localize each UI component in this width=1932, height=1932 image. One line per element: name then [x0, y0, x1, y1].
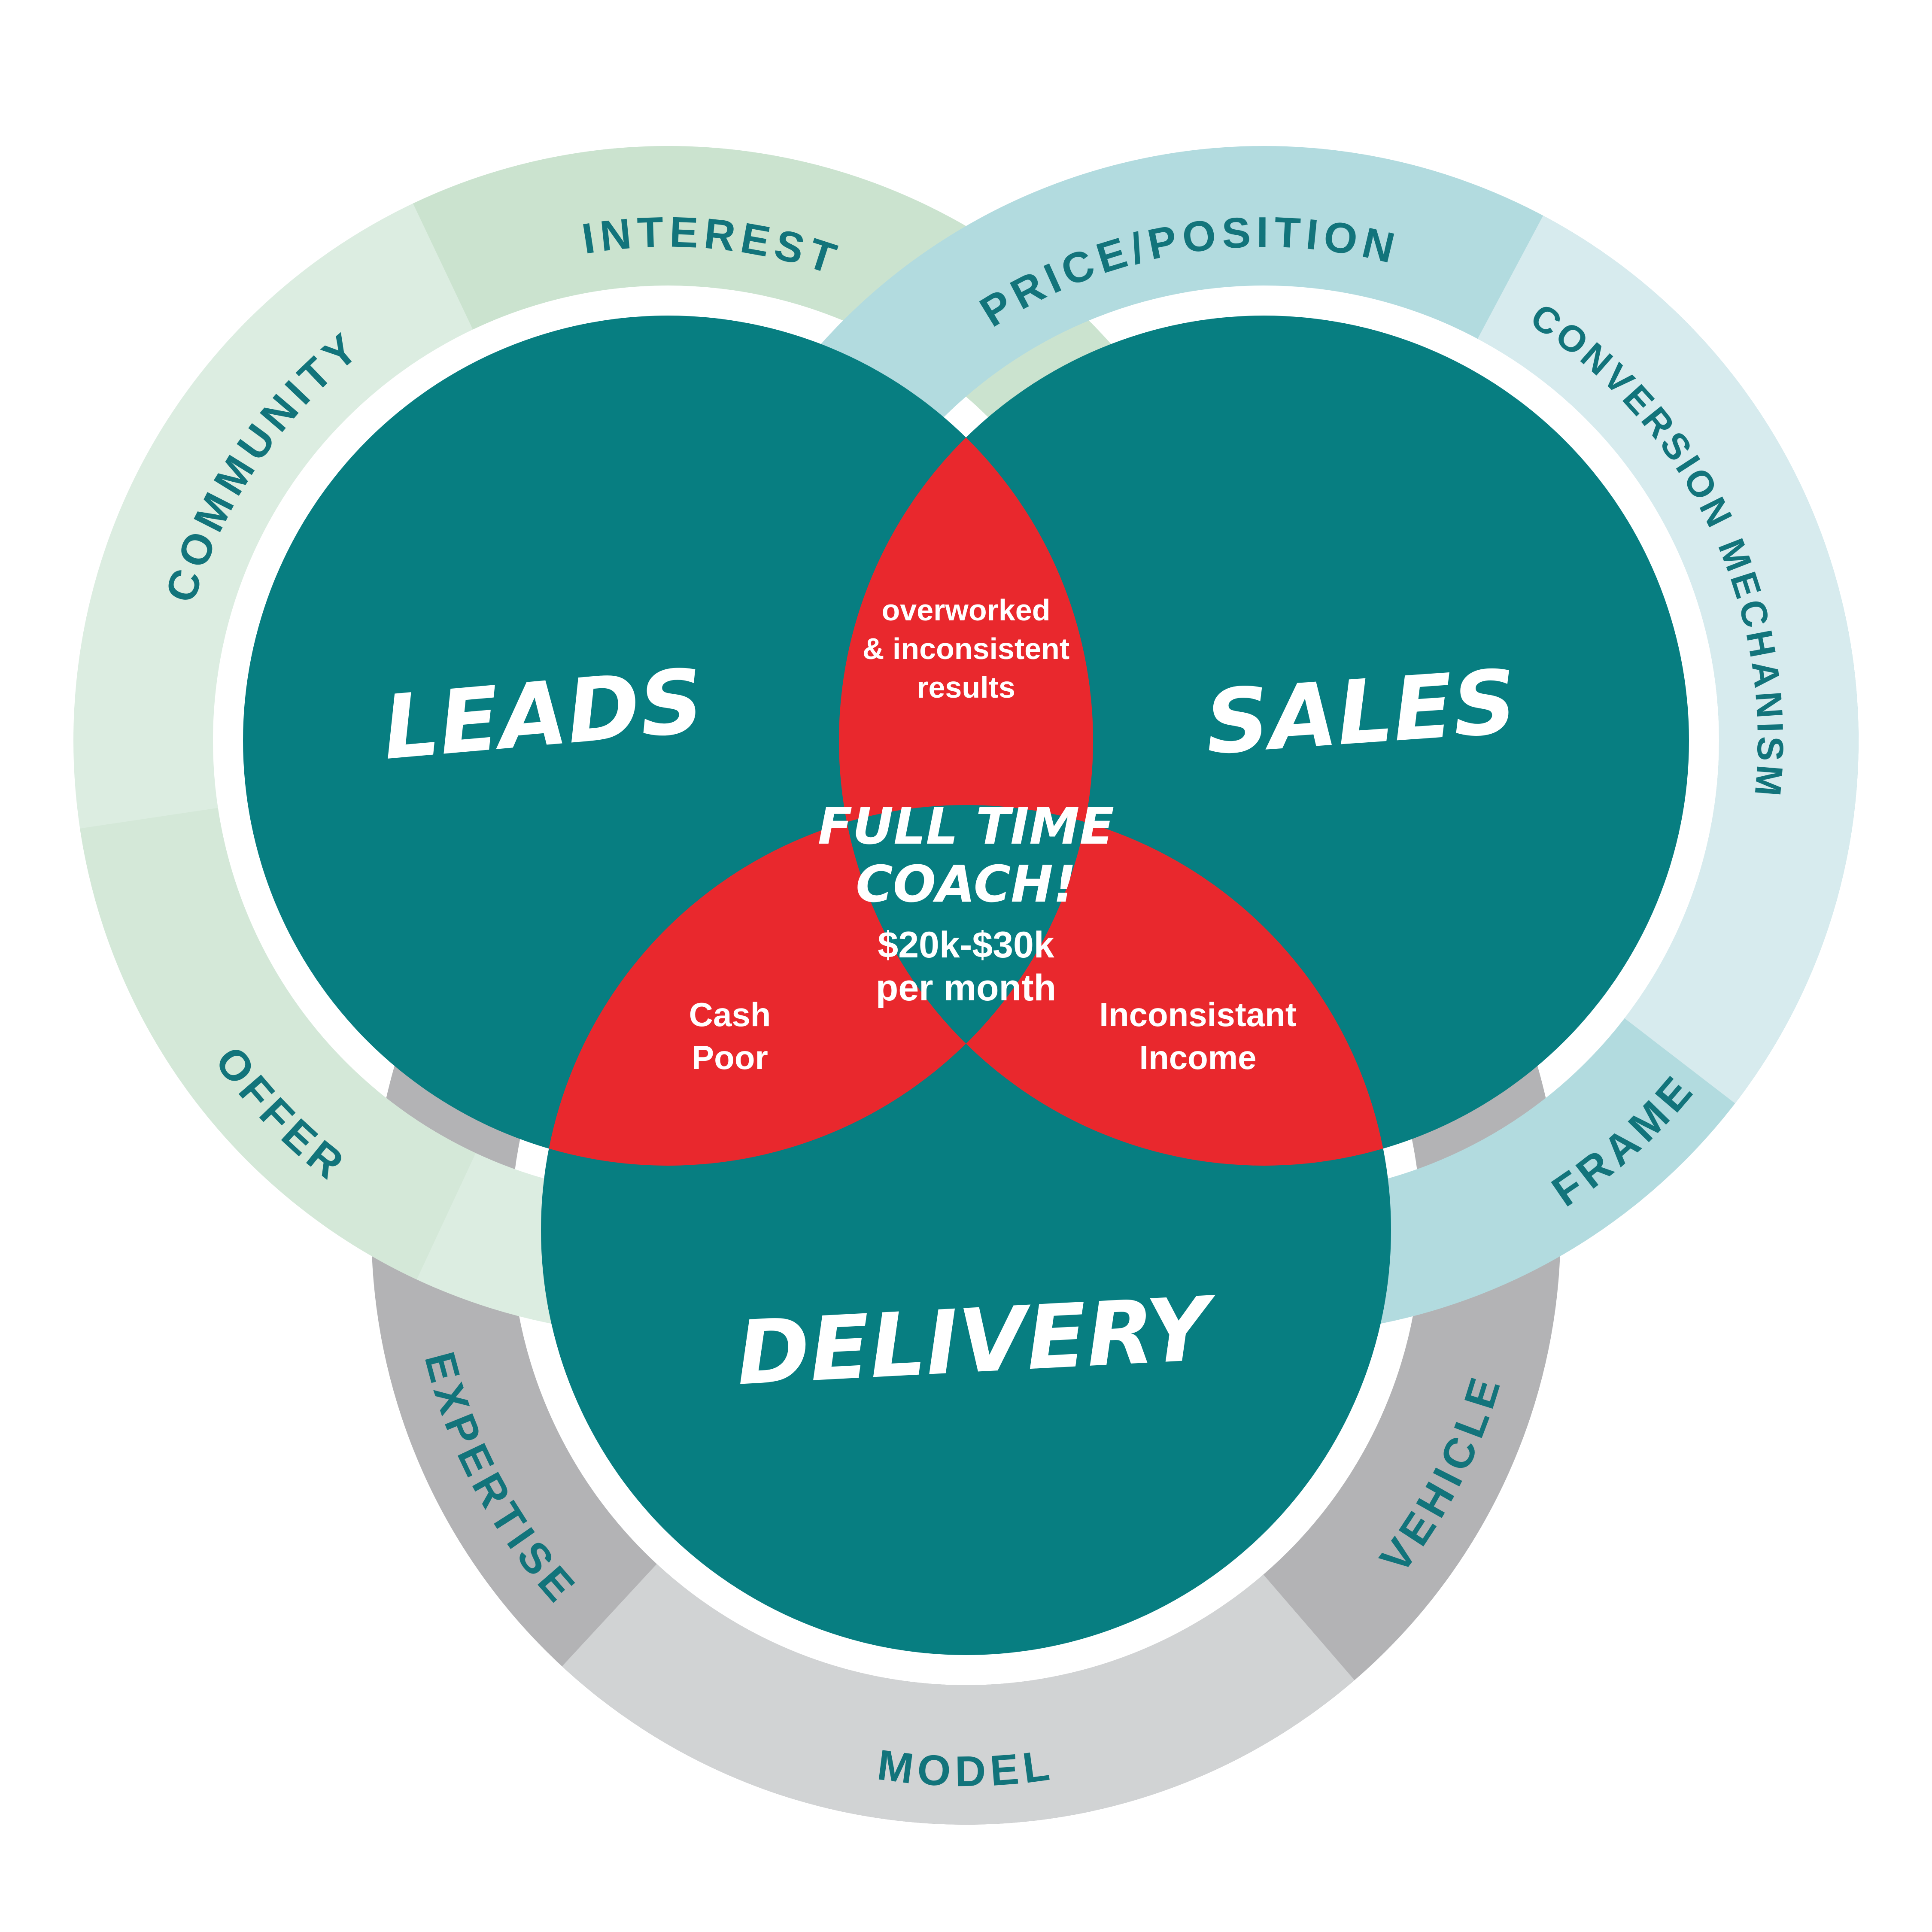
overlap-center-triple [847, 805, 1085, 1044]
overworked-line-1: overworked [882, 593, 1051, 627]
delivery-title: DELIVERY [734, 1278, 1220, 1405]
cash-poor-line-1: Cash [689, 996, 771, 1033]
leads-segment-offer [80, 808, 476, 1280]
center-heading-line-1: FULL TIME [818, 796, 1114, 856]
sales-title: SALES [1202, 651, 1519, 775]
center-message: FULL TIME COACH! $20k-$30k per month [818, 796, 1114, 1009]
inconsistant-income-line-2: Income [1139, 1039, 1256, 1076]
center-sub-line-1: $20k-$30k [878, 924, 1054, 966]
delivery-segment-label-model: MODEL [875, 1741, 1057, 1795]
center-heading-line-2: COACH! [856, 854, 1076, 914]
delivery-segment-model [562, 1564, 1355, 1825]
overlap-texts: overworked & inconsistent results Cash P… [689, 593, 1297, 1076]
circle-titles: LEADS SALES DELIVERY [379, 650, 1519, 1405]
leads-segment-interest [413, 146, 1257, 677]
overworked-line-2: & inconsistent [863, 632, 1069, 665]
overlap-shapes [549, 437, 1383, 1166]
cash-poor-line-2: Poor [692, 1039, 768, 1076]
sales-segment-conversion-mechanism [1477, 216, 1859, 1104]
overworked-line-3: results [917, 671, 1015, 704]
center-sub-line-2: per month [876, 967, 1056, 1009]
inconsistant-income-line-1: Inconsistant [1099, 996, 1296, 1033]
